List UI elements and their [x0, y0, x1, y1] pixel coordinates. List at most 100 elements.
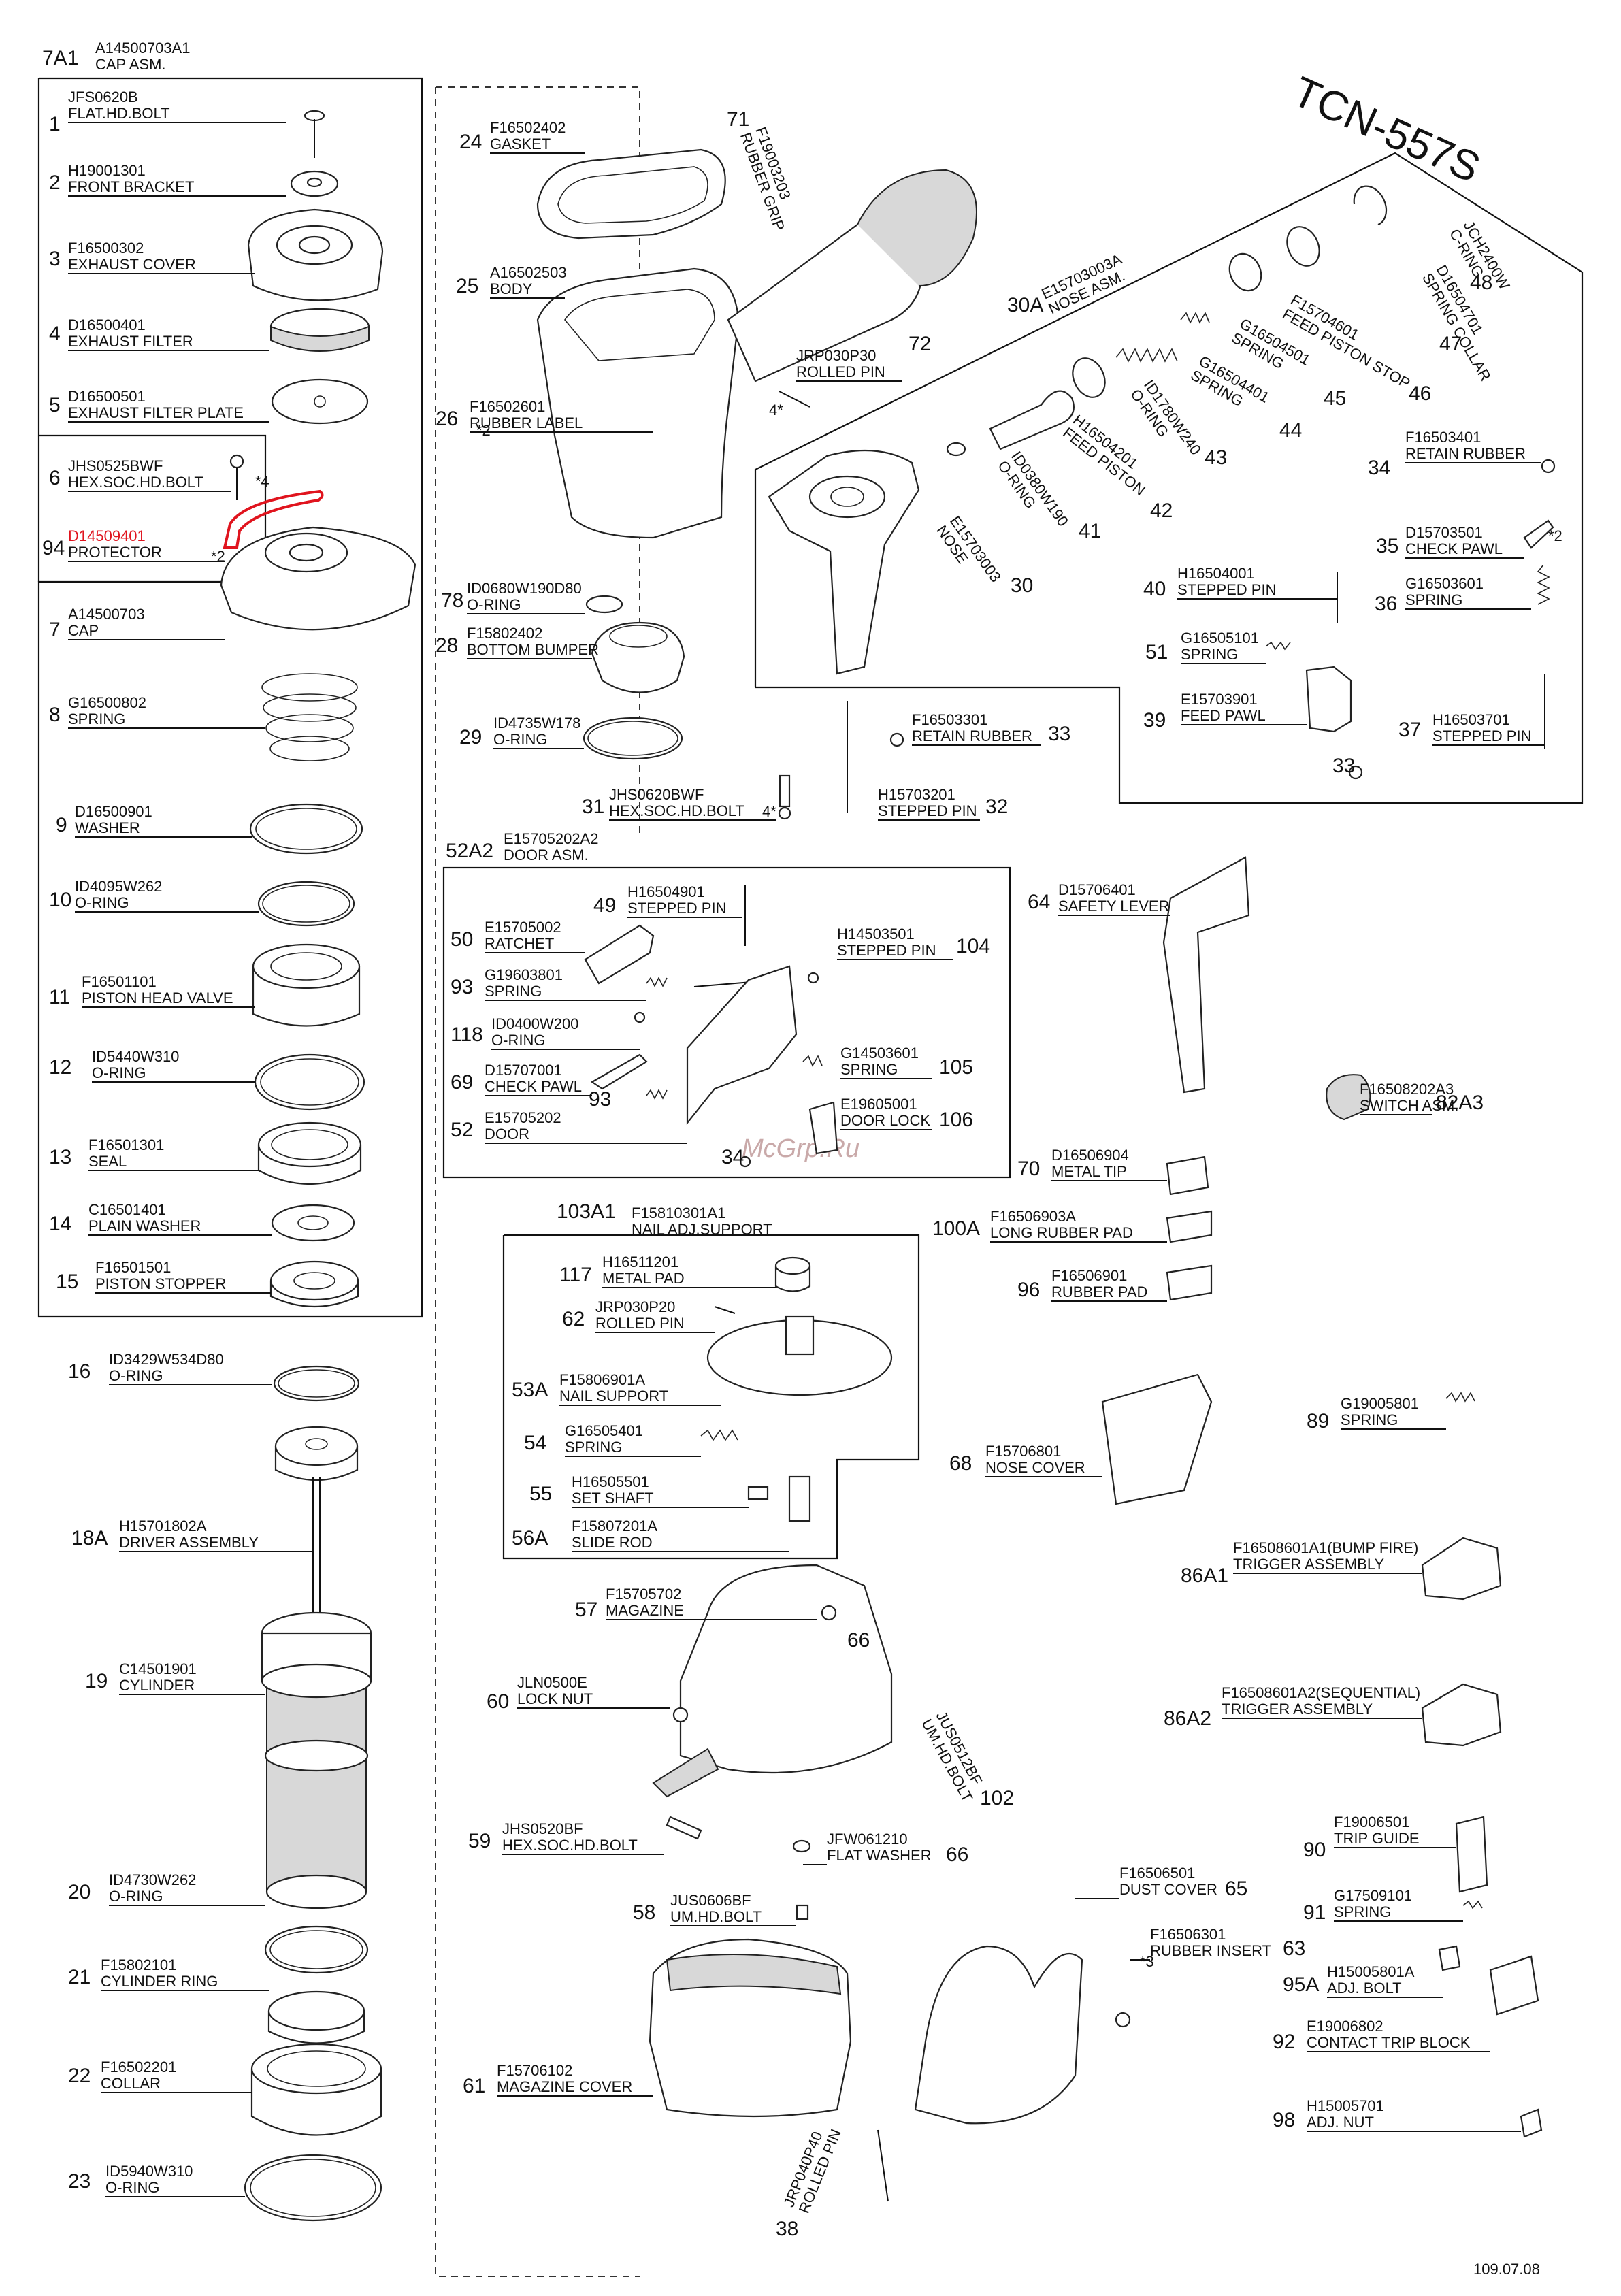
part-number: 36 — [1375, 593, 1397, 615]
part-number: 30 — [1011, 574, 1033, 597]
part-number: 117 — [559, 1264, 592, 1286]
part-number-wrap: 38 — [776, 2218, 798, 2240]
part-code: D15707001 — [485, 1062, 562, 1079]
part-name: DUST COVER — [1119, 1881, 1217, 1898]
part-code: F16503301 — [912, 711, 987, 728]
part-name: LONG RUBBER PAD — [990, 1224, 1133, 1241]
part-number: 49 — [593, 894, 616, 917]
part-code: H14503501 — [837, 925, 915, 942]
part-code: ID0680W190D80 — [467, 580, 582, 597]
reference-mark: 66 — [847, 1629, 870, 1652]
part-name: EXHAUST COVER — [68, 256, 196, 273]
part-number: 91 — [1303, 1901, 1326, 1924]
part-code: F16508601A1(BUMP FIRE) — [1233, 1539, 1418, 1556]
part-code: ID5940W310 — [105, 2163, 193, 2180]
part-number-wrap: 102 — [980, 1787, 1014, 1809]
part-name: O-RING — [109, 1888, 163, 1905]
part-code: A14500703A1 — [95, 39, 190, 56]
part-number: 105 — [939, 1056, 973, 1079]
part-code: ID4095W262 — [75, 878, 162, 895]
part-name: FEED PAWL — [1181, 707, 1266, 724]
part-code: ID4735W178 — [493, 715, 580, 732]
part-number: 21 — [68, 1966, 91, 1988]
part-name: SPRING — [1405, 591, 1462, 608]
part-number: 61 — [463, 2075, 485, 2097]
part-code: F16508601A2(SEQUENTIAL) — [1222, 1684, 1420, 1701]
part-name: NAIL SUPPORT — [559, 1388, 668, 1405]
part-code: F16502601 — [470, 398, 545, 415]
part-name: CYLINDER — [119, 1677, 195, 1694]
part-number-wrap: 41 — [1079, 520, 1101, 542]
part-code: ID5440W310 — [92, 1048, 179, 1065]
part-code: F16506903A — [990, 1208, 1076, 1225]
part-code: E15703901 — [1181, 691, 1258, 708]
part-code: F15705702 — [606, 1586, 681, 1603]
nail-support-parts — [700, 1256, 893, 1522]
part-name: RUBBER PAD — [1051, 1283, 1147, 1300]
part-code: F16506901 — [1051, 1267, 1127, 1284]
part-name: GASKET — [490, 135, 551, 152]
part-name: BOTTOM BUMPER — [467, 641, 599, 658]
part-code: D15706401 — [1058, 881, 1136, 898]
part-code: F15806901A — [559, 1371, 645, 1388]
part-number: 11 — [49, 986, 70, 1008]
part-name: SEAL — [88, 1153, 127, 1170]
part-number: 25 — [456, 275, 478, 297]
part-name: STEPPED PIN — [837, 942, 936, 959]
part-number: 26 — [436, 408, 458, 430]
part-name: PISTON HEAD VALVE — [82, 989, 233, 1006]
part-code: H15005801A — [1327, 1963, 1415, 1980]
part-code: A16502503 — [490, 264, 567, 281]
part-code: D15703501 — [1405, 524, 1483, 541]
door-asm-box — [442, 866, 1011, 1179]
part-name: RETAIN RUBBER — [1405, 445, 1526, 462]
nose-cover-part — [1101, 1373, 1213, 1505]
part-name: WASHER — [75, 819, 140, 836]
part-number: 57 — [575, 1598, 597, 1621]
reference-mark: 33 — [1332, 755, 1355, 777]
part-name: EXHAUST FILTER — [68, 333, 193, 350]
part-number: 78 — [441, 589, 463, 612]
part-name: O-RING — [105, 2179, 159, 2196]
part-code: JHS0620BWF — [609, 786, 704, 803]
part-number: 62 — [562, 1308, 585, 1330]
part-number: 41 — [1079, 520, 1101, 542]
part-number: 1 — [49, 113, 61, 135]
part-name: SET SHAFT — [572, 1490, 654, 1507]
reference-mark: 4* — [762, 803, 776, 820]
part-name: METAL TIP — [1051, 1163, 1127, 1180]
part-code: F15706102 — [497, 2062, 572, 2079]
part-code: JRP030P30 — [796, 347, 876, 364]
part-number: 60 — [487, 1690, 509, 1713]
part-name: BODY — [490, 280, 533, 297]
part-number-wrap: 47 — [1439, 333, 1462, 355]
part-number: 86A2 — [1164, 1707, 1211, 1730]
part-code: F16506501 — [1119, 1865, 1195, 1882]
watermark: McGrp.Ru — [742, 1134, 859, 1163]
part-number: 93 — [451, 976, 473, 998]
dust-cover-part — [914, 1945, 1131, 2125]
part-code: F16502201 — [101, 2059, 176, 2076]
part-name: ROLLED PIN — [796, 363, 885, 380]
part-code: JFS0620B — [68, 88, 138, 105]
part-number: 59 — [468, 1830, 491, 1852]
